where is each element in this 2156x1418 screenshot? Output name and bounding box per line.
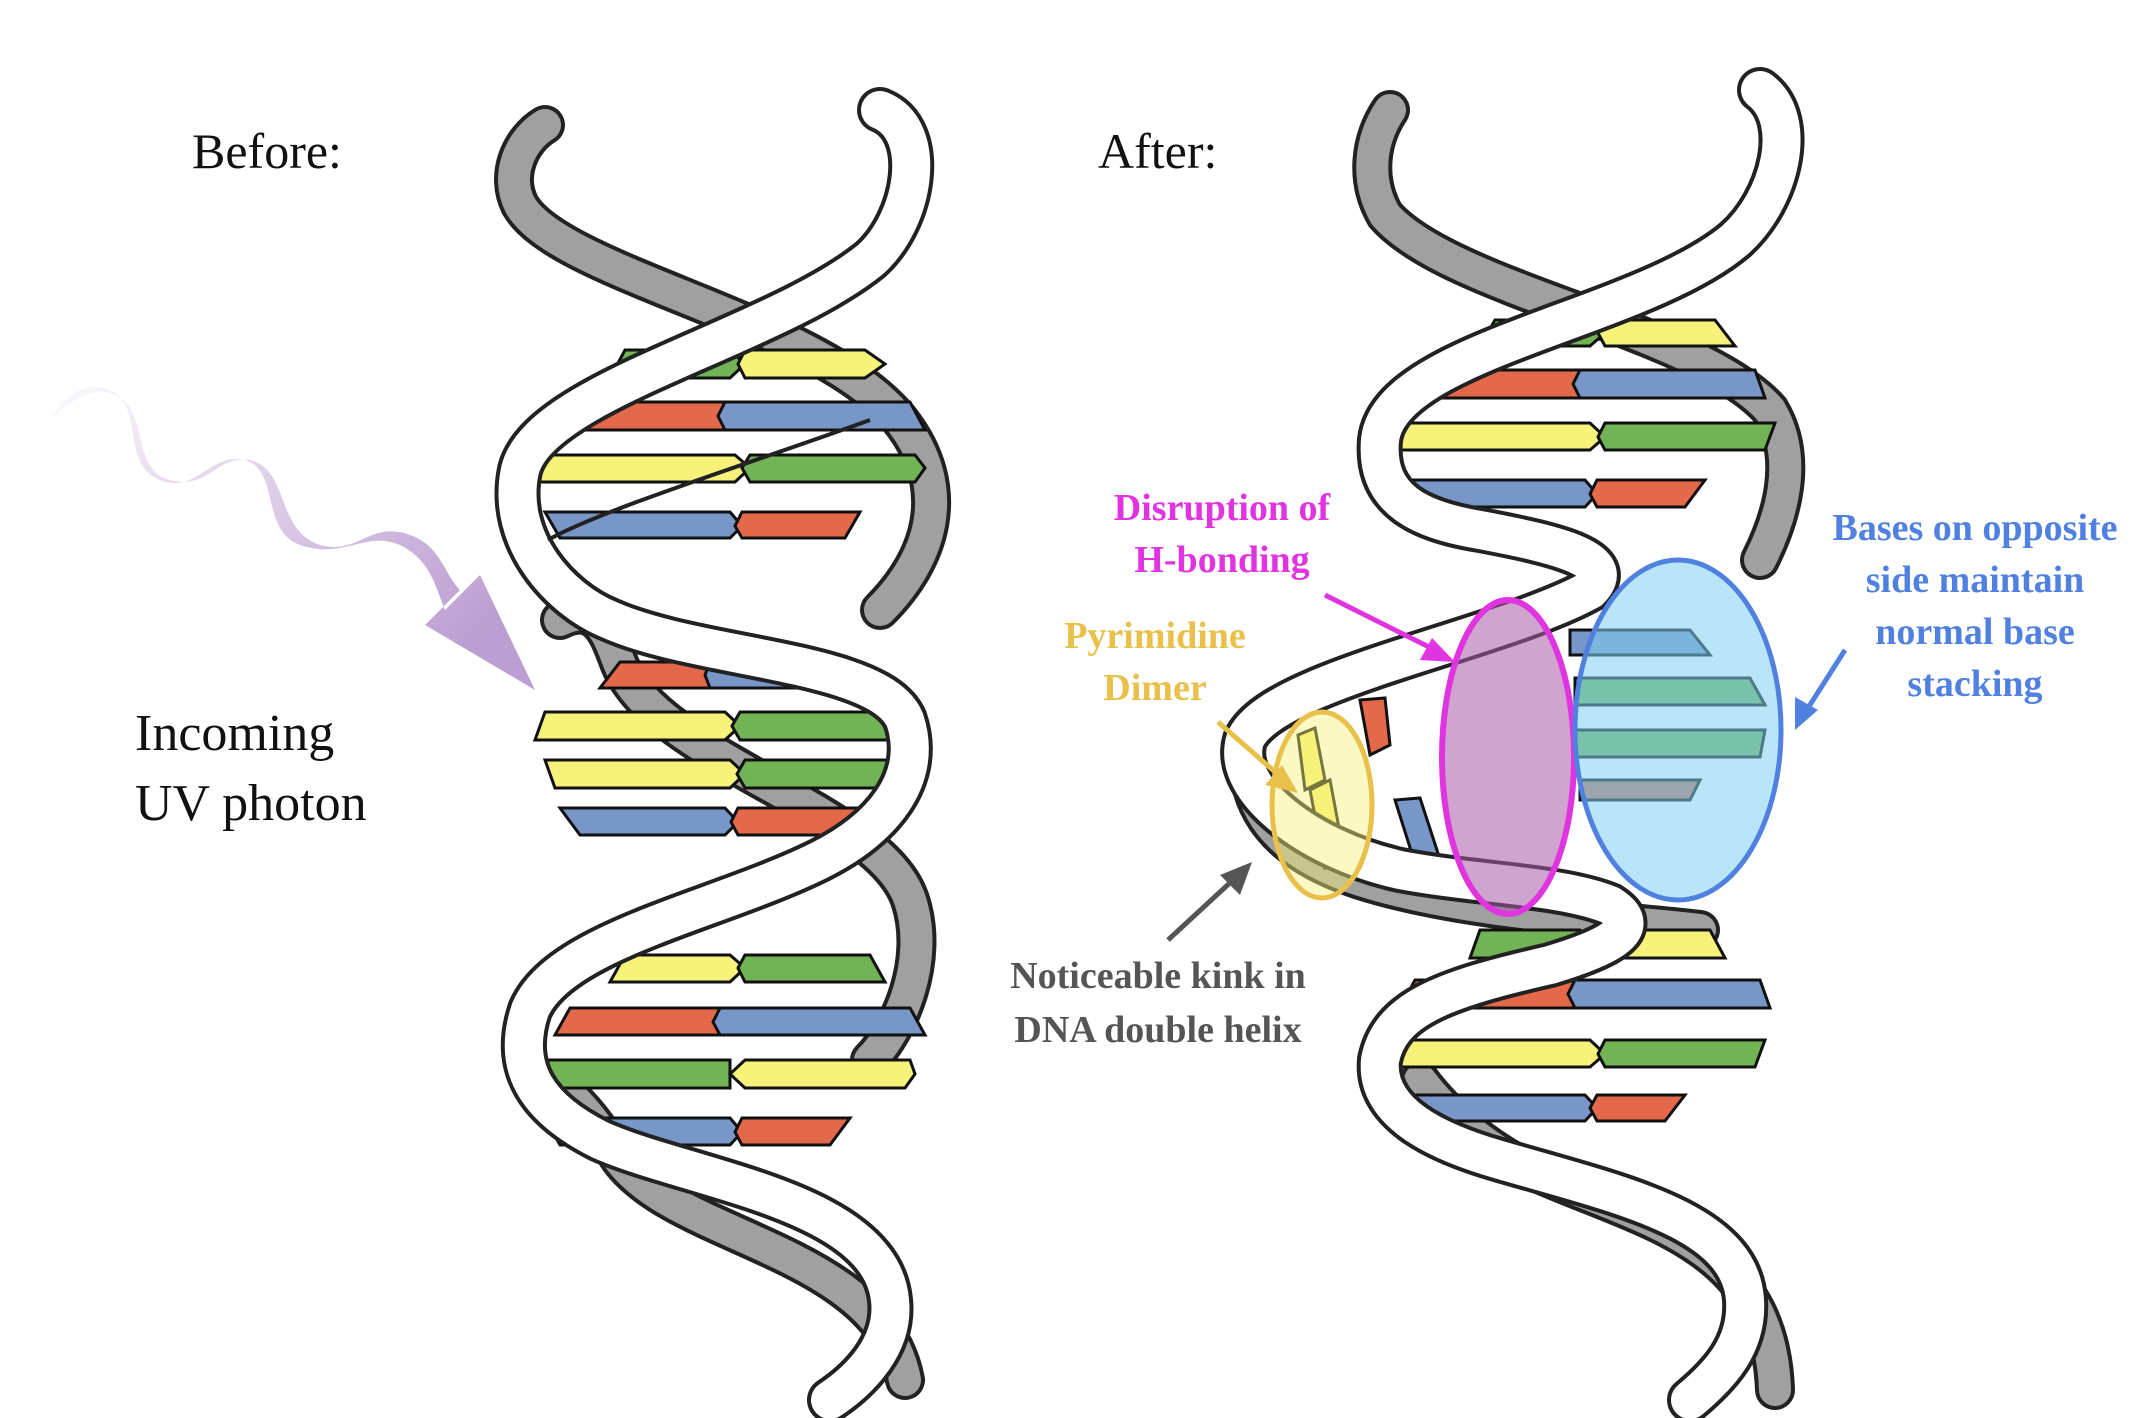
hbond-annotation-line2: H-bonding (1134, 539, 1309, 581)
base-yellow (542, 758, 748, 790)
pointer-arrows (1166, 592, 1848, 942)
kink-annotation-line1: Noticeable kink in (1010, 955, 1306, 997)
arrow-icon (1323, 592, 1437, 653)
arrow-icon (1216, 720, 1284, 780)
arrow-icon (1265, 765, 1298, 793)
base-orange (552, 1006, 722, 1037)
backbone-front-before (494, 87, 935, 1418)
stacking-annotation-line3: normal base (1875, 611, 2075, 653)
base-orange (733, 1116, 853, 1147)
base-yellow (736, 348, 888, 380)
base-yellow (518, 453, 753, 484)
base-yellow (1373, 421, 1608, 452)
base-orange (733, 510, 863, 540)
base-green (736, 953, 888, 984)
backbone-front-after (1220, 67, 1805, 1418)
stacking-highlight-ellipse (1572, 557, 1784, 903)
stacking-annotation-line2: side maintain (1866, 559, 2085, 601)
stacking-annotation-line1: Bases on opposite (1832, 507, 2117, 549)
wavy-arrow-icon (50, 386, 535, 690)
photon-label-line1: Incoming (135, 705, 334, 762)
arrow-icon (1220, 862, 1252, 895)
photon-label-line2: UV photon (135, 775, 367, 832)
dimer-annotation-line2: Dimer (1103, 667, 1207, 709)
base-green (1596, 1038, 1768, 1069)
base-yellow (727, 1058, 917, 1090)
before-panel-label: Before: (192, 123, 342, 179)
base-blue (1571, 368, 1768, 400)
pyrimidine-dimer-base-a (1296, 725, 1327, 793)
kink-annotation-line2: DNA double helix (1014, 1009, 1301, 1051)
base-green (740, 453, 927, 484)
base-blue (1566, 978, 1773, 1010)
hbond-disruption-ellipse (1439, 597, 1577, 917)
dimer-highlight-ellipse (1269, 709, 1375, 901)
hbond-annotation-line1: Disruption of (1114, 487, 1332, 529)
base-yellow (607, 953, 748, 984)
helix-before (494, 87, 952, 1418)
arrow-icon (1420, 638, 1455, 662)
after-panel-label: After: (1098, 123, 1217, 179)
dimer-annotation-line1: Pyrimidine (1064, 615, 1246, 657)
arrow-icon (1795, 697, 1818, 730)
uv-photon (50, 386, 535, 690)
base-orange (1588, 478, 1708, 509)
base-green (1596, 421, 1778, 452)
base-blue (557, 806, 741, 837)
arrow-icon (1166, 878, 1235, 942)
base-blue (711, 1006, 928, 1037)
base-orange-fragment (1358, 696, 1392, 758)
base-orange (729, 806, 863, 837)
arrow-icon (1805, 648, 1848, 710)
base-yellow (532, 710, 743, 742)
helix-after (1220, 67, 1806, 1418)
stacking-annotation-line4: stacking (1907, 663, 2042, 705)
base-orange (1588, 1093, 1689, 1123)
base-blue (716, 400, 928, 432)
